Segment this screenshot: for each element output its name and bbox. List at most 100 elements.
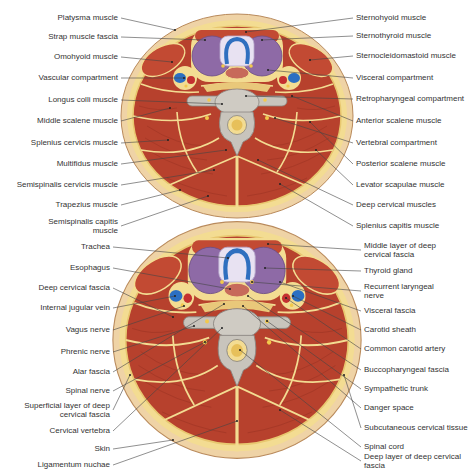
leader-dot [274, 117, 276, 119]
leader-line [121, 78, 184, 79]
leader-dot [309, 59, 311, 61]
leader-line [113, 421, 237, 465]
anatomy-label: Trachea [3, 242, 110, 251]
leader-dot [267, 243, 269, 245]
leader-dot [247, 295, 249, 297]
anatomy-label: Deep cervical fascia [3, 283, 110, 292]
leader-line [267, 321, 361, 389]
leader-line [113, 247, 228, 258]
leader-line [252, 282, 361, 291]
anatomy-label: Deep layer of deep cervical fascia [364, 452, 470, 470]
leader-line [121, 100, 222, 104]
leader-line [113, 328, 222, 431]
anatomy-label: Middle layer of deep cervical fascia [364, 241, 464, 259]
leader-line [262, 36, 353, 40]
leader-dot [261, 39, 263, 41]
leader-dot [236, 420, 238, 422]
anatomy-label: Visceral fascia [364, 306, 470, 315]
leader-dot [221, 327, 223, 329]
leader-line [113, 304, 224, 372]
anatomy-label: Levator scapulae muscle [356, 180, 470, 189]
anatomy-label: Thyroid gland [364, 266, 470, 275]
leader-dot [167, 139, 169, 141]
anatomy-label: Internal jugular vein [3, 303, 110, 312]
anatomy-label: Sternothyroid muscle [356, 31, 470, 40]
leader-dot [239, 349, 241, 351]
leader-line [113, 268, 230, 289]
anatomy-label: Visceral compartment [356, 73, 470, 82]
leader-line [113, 296, 175, 308]
leader-dot [279, 183, 281, 185]
leader-dot [279, 409, 281, 411]
leader-dot [207, 195, 209, 197]
leader-dot [251, 281, 253, 283]
leader-dot [169, 107, 171, 109]
leader-line [121, 37, 205, 40]
anatomy-label: Retropharyngeal compartment [356, 94, 470, 103]
leader-line [121, 108, 170, 121]
leader-line [121, 140, 168, 143]
anatomy-label: Semispinalis capitis muscle [28, 217, 118, 235]
leader-line [258, 160, 353, 205]
leader-line [113, 375, 130, 410]
anatomy-label: Skin [3, 444, 110, 453]
leader-dot [223, 303, 225, 305]
leader-line [121, 57, 172, 62]
leader-line [310, 122, 353, 164]
anatomy-label: Cervical vertebra [3, 426, 110, 435]
leader-dot [229, 288, 231, 290]
leader-dot [315, 149, 317, 151]
anatomy-label: Subcutaneous cervical tissue [364, 423, 470, 432]
leader-line [286, 298, 361, 349]
anatomy-label: Longus colli muscle [3, 95, 118, 104]
leader-line [265, 268, 361, 271]
leader-dot [193, 325, 195, 327]
leader-dot [174, 29, 176, 31]
leader-dot [264, 267, 266, 269]
anatomy-label: Spinal nerve [3, 386, 110, 395]
leader-dot [129, 374, 131, 376]
leader-dot [204, 39, 206, 41]
anatomy-label: Trapezius muscle [3, 200, 118, 209]
leader-dot [291, 95, 293, 97]
leader-line [310, 56, 353, 60]
leader-line [121, 150, 226, 164]
leader-dot [267, 69, 269, 71]
leader-dot [179, 189, 181, 191]
leader-line [246, 96, 353, 99]
leader-line [246, 18, 353, 32]
leader-line [344, 375, 361, 428]
leader-line [280, 410, 361, 461]
anatomy-label: Sternocleidomastoid muscle [356, 51, 470, 60]
leader-dot [172, 316, 174, 318]
anatomy-label: Vascular compartment [3, 73, 118, 82]
anatomy-label: Danger space [364, 403, 470, 412]
leader-dot [227, 257, 229, 259]
anatomy-label: Semispinalis cervicis muscle [3, 180, 118, 189]
anatomy-label: Common carotid artery [364, 344, 470, 353]
anatomy-label: Recurrent laryngeal nerve [364, 282, 436, 300]
leader-dot [242, 305, 244, 307]
anatomy-label: Splenius capitis muscle [356, 221, 470, 230]
anatomy-label: Spinal cord [364, 442, 470, 451]
anatomy-label: Multifidus muscle [3, 159, 118, 168]
anatomy-label: Splenius cervicis muscle [3, 138, 118, 147]
leader-dot [213, 169, 215, 171]
anatomy-label: Sympathetic trunk [364, 384, 470, 393]
leader-dot [183, 305, 185, 307]
leader-dot [292, 295, 294, 297]
leader-dot [225, 149, 227, 151]
leader-line [292, 96, 353, 121]
anatomy-label: Superficial layer of deep cervical fasci… [18, 401, 110, 419]
anatomy-label: Platysma muscle [3, 13, 118, 22]
leader-dot [309, 121, 311, 123]
anatomy-label: Strap muscle fascia [3, 32, 118, 41]
anatomy-label: Deep cervical muscles [356, 200, 470, 209]
leader-line [293, 296, 361, 330]
anatomy-label: Sternohyoid muscle [356, 13, 470, 22]
leader-line [113, 440, 173, 449]
anatomy-label: Buccopharyngeal fascia [364, 365, 470, 374]
leader-line [121, 18, 175, 30]
anatomy-label: Vertebral compartment [356, 138, 470, 147]
